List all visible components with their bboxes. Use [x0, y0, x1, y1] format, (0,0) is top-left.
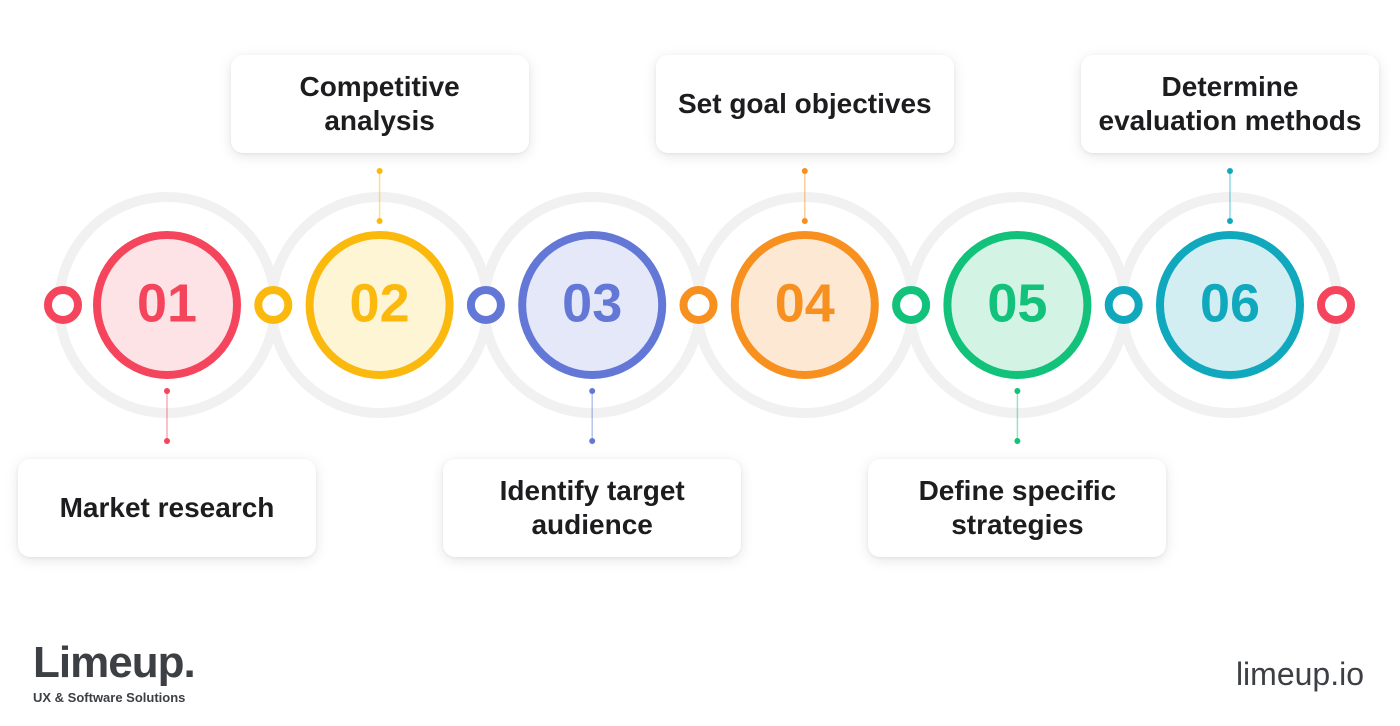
- step-circle: [1156, 231, 1304, 379]
- stem-dot: [164, 438, 170, 444]
- step-card-03: Identify target audience: [443, 459, 742, 557]
- step-circle: [943, 231, 1092, 379]
- step-number: 06: [1200, 273, 1260, 333]
- step-number: 03: [562, 273, 622, 333]
- stem-dot: [1014, 438, 1021, 444]
- step-card-04: Set goal objectives: [655, 55, 954, 153]
- step-card-01: Market research: [18, 459, 316, 557]
- step-label: Market research: [59, 492, 275, 523]
- connector-dot: [466, 286, 505, 324]
- step-node-02: 02: [305, 231, 454, 379]
- step-label: Determine evaluation methods: [1098, 71, 1362, 136]
- stem-dot: [376, 218, 383, 224]
- step-node-05: 05: [943, 231, 1092, 379]
- stem-dot: [376, 168, 383, 174]
- stem-dot: [1227, 218, 1233, 224]
- step-node-04: 04: [730, 231, 879, 379]
- step-number: 04: [775, 273, 835, 333]
- connector-dot: [254, 286, 293, 324]
- step-label: Set goal objectives: [677, 88, 932, 119]
- step-label: Identify target audience: [499, 475, 685, 540]
- step-number: 05: [987, 273, 1047, 333]
- step-node-06: 06: [1156, 231, 1304, 379]
- stem-dot: [1227, 168, 1233, 174]
- step-node-03: 03: [518, 231, 667, 379]
- stem-dot: [801, 218, 808, 224]
- connector-dot: [44, 286, 82, 324]
- brand-logo: Limeup. UX & Software Solutions: [33, 638, 196, 705]
- website-url: limeup.io: [1235, 656, 1364, 692]
- connector-dot: [1317, 286, 1355, 324]
- stem-dot: [589, 388, 596, 394]
- brand-name: Limeup.: [33, 638, 196, 687]
- step-circle: [730, 231, 879, 379]
- stem-dot: [164, 388, 170, 394]
- step-node-01: 01: [93, 231, 241, 379]
- step-label: Define specific strategies: [918, 475, 1117, 540]
- step-card-02: Competitive analysis: [230, 55, 529, 153]
- connector-dot: [892, 286, 931, 324]
- stem-dot: [1014, 388, 1021, 394]
- step-card-06: Determine evaluation methods: [1081, 55, 1379, 153]
- step-circle: [305, 231, 454, 379]
- step-label: Competitive analysis: [299, 71, 460, 136]
- step-circle: [518, 231, 667, 379]
- step-circle: [93, 231, 241, 379]
- step-number: 01: [137, 273, 197, 333]
- stem-dot: [801, 168, 808, 174]
- brand-tagline: UX & Software Solutions: [33, 690, 186, 705]
- connector-dot: [1104, 286, 1143, 324]
- step-number: 02: [350, 273, 410, 333]
- step-card-05: Define specific strategies: [868, 459, 1167, 557]
- stem-dot: [589, 438, 596, 444]
- connector-dot: [679, 286, 718, 324]
